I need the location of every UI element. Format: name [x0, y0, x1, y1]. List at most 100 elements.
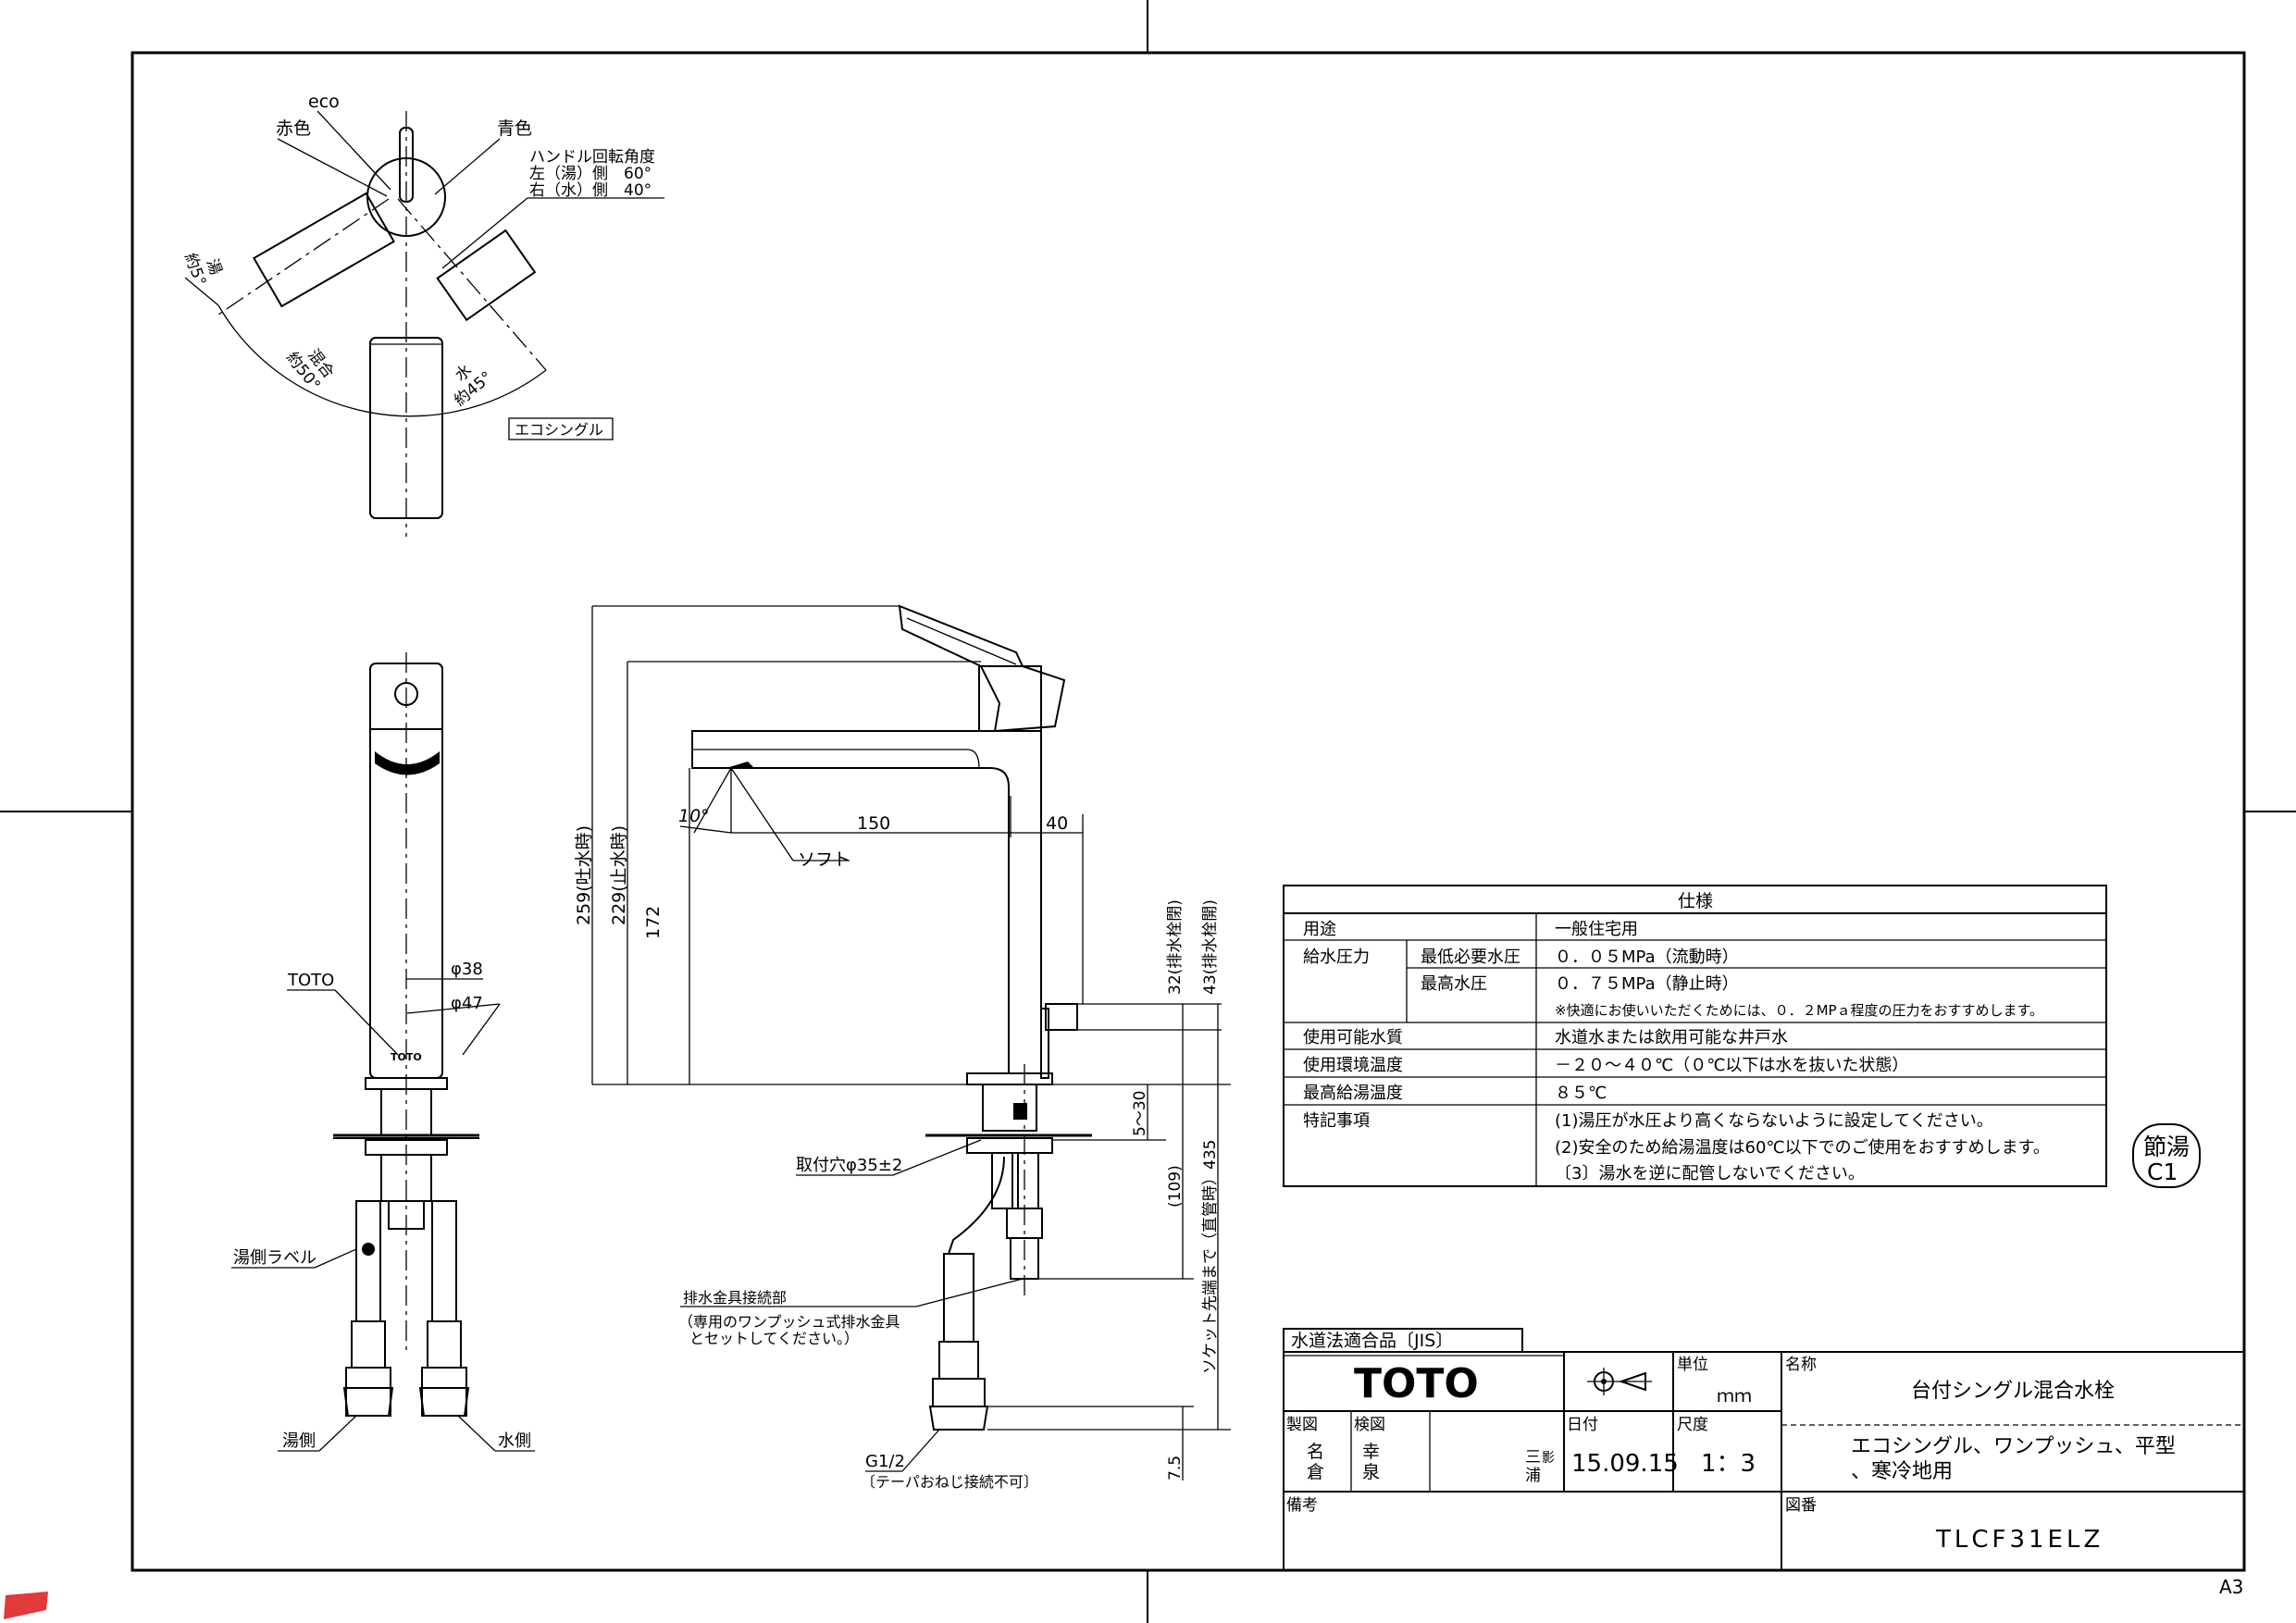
label-rotation-title: ハンドル回転角度	[529, 148, 655, 167]
spec-row-1-value: ０．０５MPa（流動時）	[1555, 948, 1739, 967]
dim-43: 43(排水栓開)	[1201, 899, 1220, 995]
spec-row-1-sub: 最低必要水圧	[1421, 948, 1520, 967]
front-spout-shade	[375, 751, 440, 775]
label-red: 赤色	[276, 118, 311, 139]
side-body-outline	[691, 666, 1042, 1074]
label-hot-side: 湯側	[282, 1431, 316, 1451]
eco-single-box	[508, 417, 614, 440]
label-eco-single: エコシングル	[515, 421, 603, 439]
hose-cold	[418, 1200, 470, 1417]
title-block: 水道法適合品〔JIS〕 TOTO 単位 ｍｍ 名称 台付シングル混合水栓 エコシ…	[1283, 1328, 2245, 1571]
scale-value: 1：3	[1701, 1450, 1756, 1478]
label-toto: TOTO	[287, 971, 334, 990]
side-drain-pipe	[948, 1156, 1005, 1255]
approved-1: 三	[1525, 1448, 1541, 1467]
side-base-plate	[966, 1072, 1053, 1085]
label-drain-3: とセットしてください。）	[689, 1330, 859, 1347]
scale-label: 尺度	[1677, 1416, 1708, 1434]
dim-109: (109)	[1166, 1165, 1185, 1208]
date-value: 15.09.15	[1571, 1450, 1679, 1478]
spec-row-6-value: ８５℃	[1555, 1084, 1607, 1103]
remarks-label: 備考	[1286, 1496, 1318, 1515]
front-view: TOTO φ38 φ47 TOTO 湯側ラベル 湯側 水側	[231, 652, 535, 1452]
corner-logo-icon	[4, 1592, 48, 1619]
label-hot-deg: 約5°	[180, 251, 209, 289]
projection-symbol-icon	[1587, 1368, 1652, 1395]
product-desc-2: 、寒冷地用	[1851, 1460, 1953, 1483]
dim-32: 32(排水栓閉)	[1166, 899, 1185, 995]
side-view: 259(吐水時) 229(止水時) 172 150 40 10° ソフト 32(…	[574, 604, 1231, 1491]
spec-row-2-value: ０．７５MPa（静止時）	[1555, 974, 1739, 994]
side-handle	[898, 604, 1066, 733]
label-mount-hole: 取付穴φ35±2	[796, 1156, 902, 1175]
dim-150: 150	[857, 813, 890, 834]
label-phi47: φ47	[451, 994, 483, 1013]
label-drain-2: （専用のワンプッシュ式排水金具	[678, 1313, 900, 1331]
title-logo: TOTO	[1354, 1360, 1479, 1407]
label-hot: 湯	[203, 256, 226, 278]
spec-row-2-sub: 最高水圧	[1421, 974, 1487, 994]
label-eco: eco	[308, 92, 340, 112]
dwg-number: TLCF31ELZ	[1935, 1526, 2104, 1554]
product-name: 台付シングル混合水栓	[1911, 1380, 2115, 1403]
dim-229: 229(止水時)	[609, 825, 629, 925]
front-logo-small: TOTO	[391, 1051, 422, 1063]
spec-row-5-value: －２０～４０℃（０℃以下は水を抜いた状態）	[1555, 1056, 1908, 1075]
spec-row-7-value: (1)湯圧が水圧より高くならないように設定してください。	[1555, 1111, 1993, 1131]
label-rotation-right: 右（水）側 40°	[529, 181, 652, 200]
spec-row-0-value: 一般住宅用	[1555, 920, 1638, 939]
unit-value: ｍｍ	[1717, 1386, 1752, 1406]
date-label: 日付	[1567, 1416, 1598, 1434]
label-cold-side: 水側	[498, 1431, 531, 1451]
dim-435: ソケット先端まで（直管時）435	[1201, 1140, 1220, 1374]
spec-row-1-label: 給水圧力	[1303, 948, 1370, 967]
spec-row-0-label: 用途	[1303, 920, 1336, 939]
unit-label: 単位	[1677, 1356, 1708, 1374]
drawing-frame	[130, 51, 2246, 1572]
spec-row-4-value: 水道水または飲用可能な井戸水	[1555, 1028, 1788, 1047]
dim-7-5: 7.5	[1166, 1456, 1185, 1481]
jis-label: 水道法適合品〔JIS〕	[1291, 1331, 1453, 1351]
drawn-2: 倉	[1307, 1462, 1324, 1482]
spec-row-7-label: 特記事項	[1303, 1111, 1370, 1131]
spec-row-4-label: 使用可能水質	[1303, 1028, 1403, 1047]
spec-row-8-value: (2)安全のため給湯温度は60℃以下でのご使用をおすすめします。	[1555, 1138, 2050, 1158]
dim-172: 172	[643, 906, 664, 939]
label-phi38: φ38	[451, 960, 483, 979]
sheet-size: A3	[2219, 1576, 2243, 1598]
product-desc-1: エコシングル、ワンプッシュ、平型	[1851, 1435, 2176, 1458]
dim-40: 40	[1046, 813, 1068, 834]
badge-line2: C1	[2147, 1158, 2178, 1185]
checked-1: 幸	[1362, 1442, 1380, 1462]
checked-2: 泉	[1362, 1462, 1380, 1482]
label-blue: 青色	[497, 118, 532, 139]
drawn-label: 製図	[1286, 1416, 1318, 1434]
label-hot-label: 湯側ラベル	[233, 1248, 316, 1268]
dwg-label: 図番	[1785, 1496, 1817, 1515]
dim-5-30: 5～30	[1131, 1091, 1149, 1136]
name-label: 名称	[1785, 1356, 1817, 1374]
spec-row-3-value: ※快適にお使いいただくためには、０．２MPａ程度の圧力をおすすめします。	[1555, 1002, 2043, 1019]
label-soft: ソフト	[798, 849, 850, 870]
approved-2: 浦	[1525, 1467, 1541, 1485]
label-g12-note: 〔テーパおねじ接続不可〕	[861, 1473, 1038, 1491]
setsuyu-badge: 節湯 C1	[2132, 1123, 2201, 1188]
top-lever-hot	[253, 192, 395, 308]
side-drain-knob	[1045, 1003, 1078, 1031]
spec-title: 仕様	[1678, 891, 1713, 911]
hose-hot	[342, 1200, 394, 1417]
drawn-1: 名	[1307, 1442, 1324, 1462]
label-rotation-left: 左（湯）側 60°	[529, 165, 652, 183]
spec-row-5-label: 使用環境温度	[1303, 1056, 1403, 1075]
spec-row-9-value: 〔3〕湯水を逆に配管しないでください。	[1555, 1164, 1865, 1183]
label-drain-1: 排水金具接続部	[683, 1289, 787, 1307]
label-g12: G1/2	[865, 1452, 905, 1471]
dim-259: 259(吐水時)	[574, 825, 594, 925]
top-lever-cold	[436, 229, 537, 322]
top-view: eco 赤色 青色 ハンドル回転角度 左（湯）側 60° 右（水）側 40° 湯…	[180, 92, 664, 537]
badge-line1: 節湯	[2143, 1134, 2190, 1160]
spec-row-6-label: 最高給湯温度	[1303, 1084, 1403, 1103]
checked-label: 検図	[1354, 1416, 1385, 1434]
angle-10: 10°	[678, 806, 710, 826]
